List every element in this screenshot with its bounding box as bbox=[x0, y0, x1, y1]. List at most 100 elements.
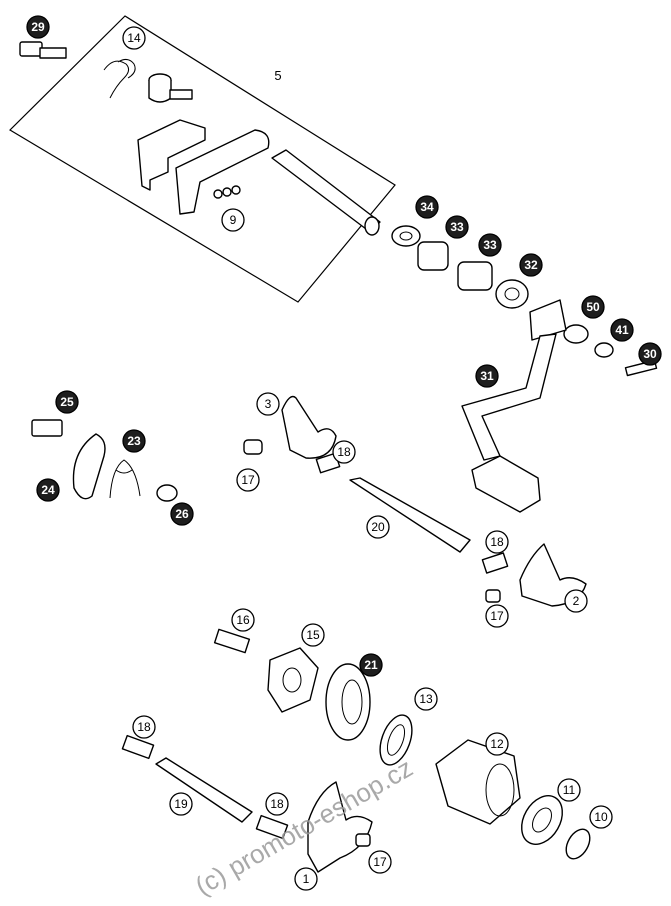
callout-18: 18 bbox=[332, 440, 356, 464]
assembly-label: 5 bbox=[274, 68, 281, 83]
roller-26 bbox=[156, 484, 178, 502]
svg-text:13: 13 bbox=[419, 692, 433, 706]
bottom-fork-parts bbox=[121, 734, 373, 873]
spring-clip-part bbox=[103, 58, 136, 99]
callout-20: 20 bbox=[366, 515, 390, 539]
svg-text:17: 17 bbox=[241, 473, 255, 487]
callout-34: 34 bbox=[415, 195, 439, 219]
callout-32: 32 bbox=[519, 253, 543, 277]
svg-text:3: 3 bbox=[265, 397, 272, 411]
svg-text:50: 50 bbox=[586, 300, 600, 314]
shaft-spline-end bbox=[364, 216, 380, 236]
callout-50: 50 bbox=[581, 295, 605, 319]
svg-text:41: 41 bbox=[615, 323, 629, 337]
callout-layer: 29 14 9 34 33 33 32 50 41 30 31 25 23 24… bbox=[26, 15, 662, 891]
callout-33: 33 bbox=[445, 215, 469, 239]
callout-15: 15 bbox=[301, 623, 325, 647]
callout-16: 16 bbox=[231, 608, 255, 632]
callout-9: 9 bbox=[221, 208, 245, 232]
callout-31: 31 bbox=[475, 364, 499, 388]
kick-pedal bbox=[471, 455, 541, 513]
shift-forks bbox=[243, 395, 587, 607]
bearing-33b bbox=[457, 261, 493, 291]
svg-text:17: 17 bbox=[490, 609, 504, 623]
svg-text:14: 14 bbox=[127, 31, 141, 45]
spring-18d bbox=[255, 814, 289, 840]
shift-rod-19 bbox=[155, 757, 253, 823]
svg-text:10: 10 bbox=[594, 810, 608, 824]
svg-text:1: 1 bbox=[303, 872, 310, 886]
callout-3: 3 bbox=[256, 392, 280, 416]
bearing-11 bbox=[521, 795, 563, 845]
callout-30: 30 bbox=[638, 342, 662, 366]
shift-shaft-part bbox=[271, 149, 381, 233]
callout-23: 23 bbox=[122, 429, 146, 453]
callout-18: 18 bbox=[132, 715, 156, 739]
bearing-21 bbox=[325, 663, 371, 741]
small-washer-c bbox=[231, 185, 241, 195]
screw-29-part bbox=[19, 41, 67, 59]
svg-text:21: 21 bbox=[364, 658, 378, 672]
washer-10 bbox=[565, 828, 591, 860]
bushing-body bbox=[148, 80, 172, 103]
callout-18: 18 bbox=[485, 530, 509, 554]
spring-18b bbox=[481, 552, 509, 574]
shift-fork-3 bbox=[281, 395, 337, 459]
svg-text:29: 29 bbox=[31, 20, 45, 34]
svg-text:2: 2 bbox=[573, 594, 580, 608]
svg-text:19: 19 bbox=[174, 797, 188, 811]
small-washer-a bbox=[213, 189, 223, 199]
svg-text:26: 26 bbox=[175, 507, 189, 521]
svg-text:24: 24 bbox=[41, 483, 55, 497]
screw-thread bbox=[39, 47, 67, 59]
svg-text:15: 15 bbox=[306, 628, 320, 642]
callout-11: 11 bbox=[557, 778, 581, 802]
svg-text:18: 18 bbox=[270, 797, 284, 811]
detent-lever-24 bbox=[72, 433, 106, 500]
assembly-outline bbox=[9, 15, 396, 303]
svg-text:23: 23 bbox=[127, 434, 141, 448]
kick-hub bbox=[529, 299, 567, 341]
svg-text:18: 18 bbox=[490, 535, 504, 549]
bolt-25 bbox=[31, 419, 63, 437]
callout-17: 17 bbox=[485, 604, 509, 628]
shift-lever-part bbox=[175, 129, 270, 215]
svg-text:25: 25 bbox=[60, 395, 74, 409]
callout-10: 10 bbox=[589, 805, 613, 829]
svg-text:34: 34 bbox=[420, 200, 434, 214]
circlip-41 bbox=[594, 342, 614, 358]
svg-text:33: 33 bbox=[483, 238, 497, 252]
callout-29: 29 bbox=[26, 15, 50, 39]
kick-lever-arm bbox=[461, 333, 557, 461]
svg-text:33: 33 bbox=[450, 220, 464, 234]
callout-26: 26 bbox=[170, 502, 194, 526]
washer-34 bbox=[391, 225, 421, 247]
pin-17a bbox=[243, 439, 263, 455]
pin-17b bbox=[485, 589, 501, 603]
spring-23 bbox=[109, 459, 141, 499]
shift-fork-1 bbox=[307, 781, 373, 873]
callout-24: 24 bbox=[36, 478, 60, 502]
svg-text:17: 17 bbox=[373, 855, 387, 869]
callout-17: 17 bbox=[236, 468, 260, 492]
callout-33: 33 bbox=[478, 233, 502, 257]
svg-text:30: 30 bbox=[643, 347, 657, 361]
bearing-33a bbox=[417, 241, 449, 271]
callout-14: 14 bbox=[122, 26, 146, 50]
callout-19: 19 bbox=[169, 792, 193, 816]
callout-21: 21 bbox=[359, 653, 383, 677]
svg-text:16: 16 bbox=[236, 613, 250, 627]
callout-1: 1 bbox=[294, 867, 318, 891]
svg-text:18: 18 bbox=[137, 720, 151, 734]
screw-16 bbox=[213, 628, 251, 654]
screw-head bbox=[19, 41, 43, 57]
detent-parts bbox=[31, 419, 178, 502]
shift-drum-parts bbox=[213, 628, 591, 860]
callout-2: 2 bbox=[564, 589, 588, 613]
callout-41: 41 bbox=[610, 318, 634, 342]
spring-18c bbox=[121, 734, 155, 760]
washer-32 bbox=[495, 279, 529, 309]
shift-star-15 bbox=[267, 647, 319, 713]
callout-25: 25 bbox=[55, 390, 79, 414]
